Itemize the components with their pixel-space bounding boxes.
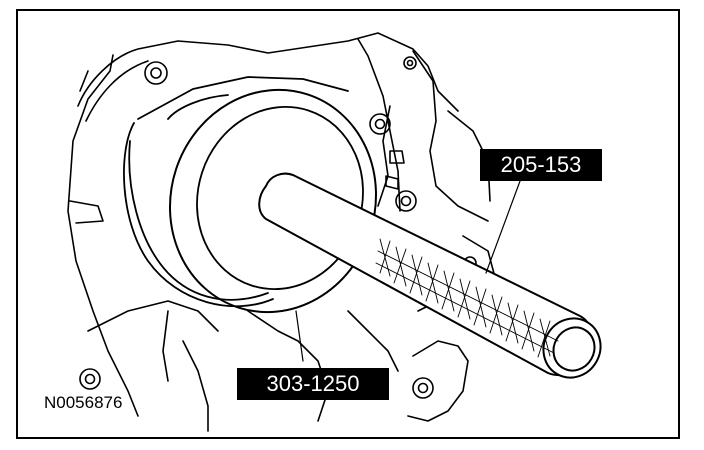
callout-303-1250: 303-1250 xyxy=(237,368,389,400)
callout-205-153: 205-153 xyxy=(480,149,602,181)
leader-lines xyxy=(295,172,524,362)
figure-frame: 205-153 303-1250 N0056876 xyxy=(16,9,680,439)
handle-knurling xyxy=(375,238,559,358)
engine-illustration xyxy=(67,32,602,432)
bolt-heads xyxy=(79,56,477,399)
handle-tool xyxy=(258,172,602,379)
figure-id: N0056876 xyxy=(44,393,123,412)
